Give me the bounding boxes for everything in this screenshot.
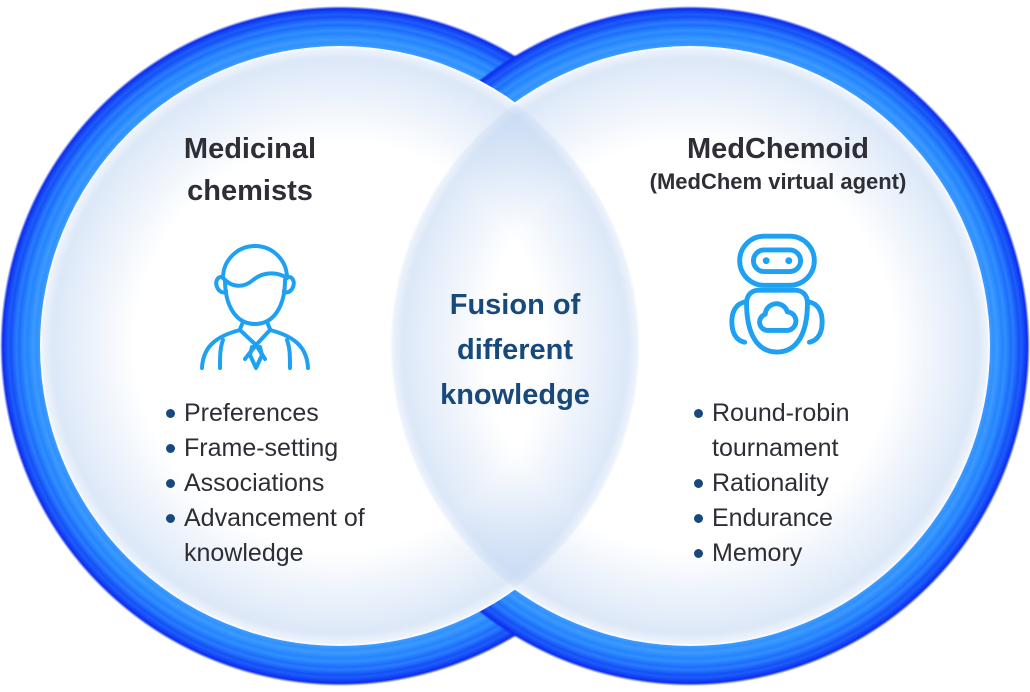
list-item: Preferences — [166, 396, 404, 431]
bullet-dot — [166, 514, 175, 523]
right-circle-list: Round-robin tournament Rationality Endur… — [694, 396, 909, 571]
bullet-dot — [694, 514, 703, 523]
list-item-label: Advancement of knowledge — [184, 504, 365, 567]
list-item-label: Memory — [712, 539, 803, 567]
list-item: Associations — [166, 466, 404, 501]
list-item-label: Rationality — [712, 469, 829, 497]
list-item-label: Preferences — [184, 399, 319, 427]
robot-icon — [723, 230, 831, 370]
left-circle-list: Preferences Frame-setting Associations A… — [166, 396, 404, 571]
bullet-dot — [166, 479, 175, 488]
right-circle-title-block: MedChemoid (MedChem virtual agent) — [598, 130, 958, 196]
list-item: Round-robin tournament — [694, 396, 909, 466]
list-item-label: Associations — [184, 469, 325, 497]
list-item: Advancement of knowledge — [166, 501, 404, 571]
person-icon — [190, 228, 320, 370]
list-item: Frame-setting — [166, 431, 404, 466]
right-circle-subtitle: (MedChem virtual agent) — [649, 169, 907, 194]
bullet-dot — [166, 409, 175, 418]
list-item: Rationality — [694, 466, 909, 501]
bullet-dot — [166, 444, 175, 453]
list-item-label: Endurance — [712, 504, 833, 532]
list-item-label: Round-robin tournament — [712, 399, 850, 462]
bullet-dot — [694, 549, 703, 558]
list-item: Memory — [694, 536, 909, 571]
bullet-dot — [694, 479, 703, 488]
left-circle-title: Medicinal chemists — [183, 133, 317, 207]
right-circle-title: MedChemoid — [686, 133, 870, 165]
list-item: Endurance — [694, 501, 909, 536]
list-item-label: Frame-setting — [184, 434, 339, 462]
bullet-dot — [694, 409, 703, 418]
center-overlap-label: Fusion of different knowledge — [440, 289, 590, 411]
